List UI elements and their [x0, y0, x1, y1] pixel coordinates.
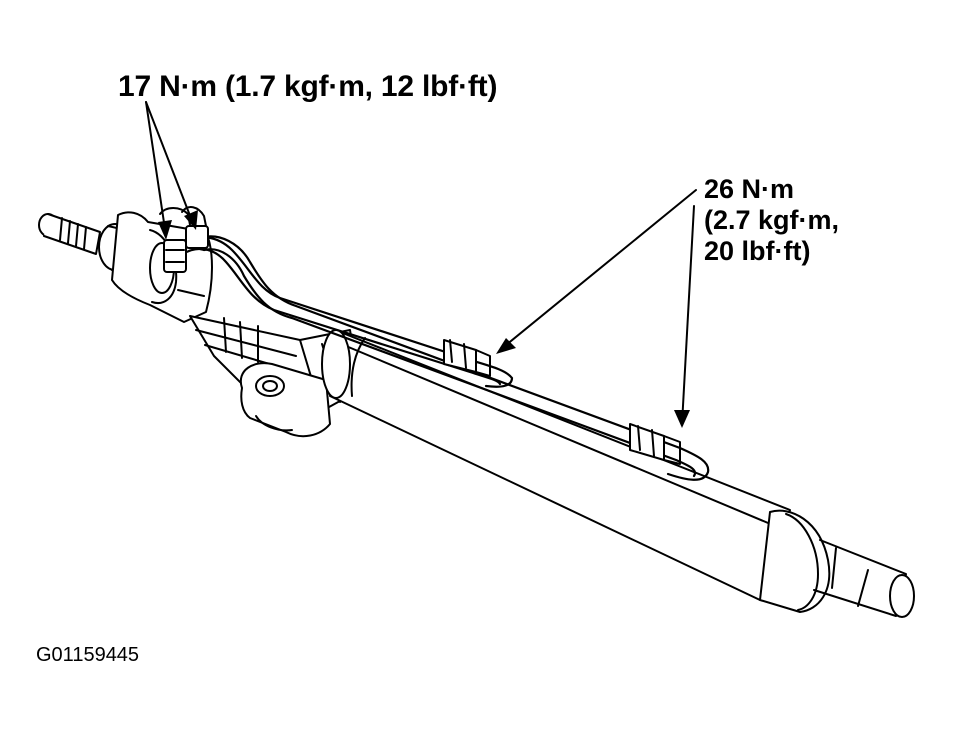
torque-spec-26nm-line1: 26 N·m — [704, 174, 795, 204]
torque-spec-26nm: 26 N·m (2.7 kgf·m, 20 lbf·ft) — [704, 174, 839, 267]
fluid-lines — [176, 235, 710, 481]
mounting-bracket — [239, 362, 331, 438]
right-end-boot — [759, 509, 915, 618]
fitting-left-lower — [185, 225, 209, 249]
torque-spec-17nm: 17 N·m (1.7 kgf·m, 12 lbf·ft) — [118, 70, 498, 103]
fitting-right — [629, 423, 681, 465]
leader-lines — [145, 101, 697, 425]
fitting-middle — [443, 339, 491, 377]
fitting-left-upper — [163, 239, 187, 273]
torque-spec-26nm-line3: 20 lbf·ft) — [704, 236, 811, 266]
torque-spec-26nm-line2: (2.7 kgf·m, — [704, 205, 840, 235]
arrow-heads — [158, 210, 690, 428]
figure-id: G01159445 — [36, 644, 140, 666]
rack-tube — [321, 329, 791, 601]
